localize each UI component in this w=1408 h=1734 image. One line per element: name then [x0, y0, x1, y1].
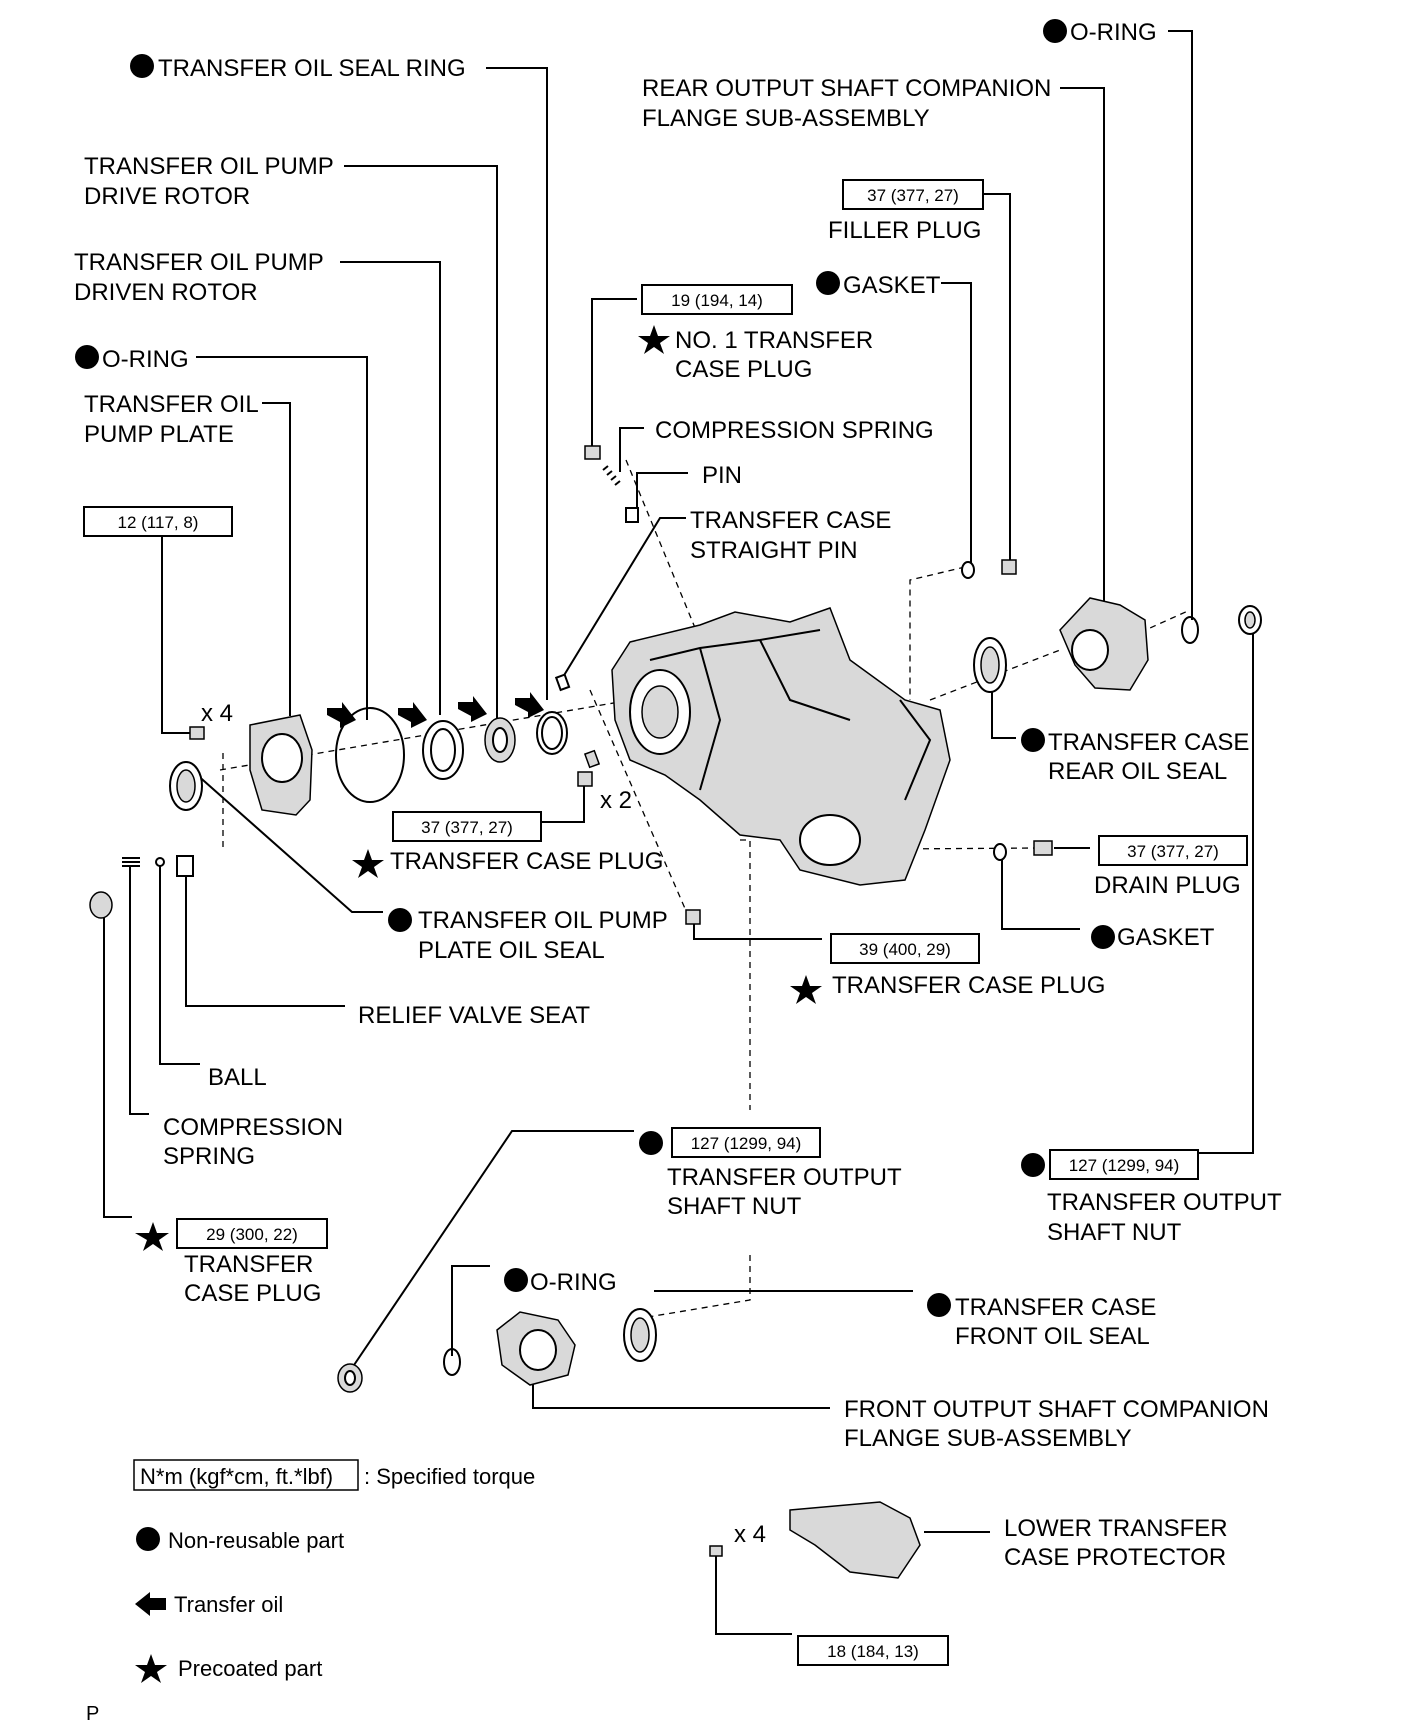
non-reusable-icon	[1043, 19, 1067, 43]
label-drain-plug: DRAIN PLUG	[1094, 872, 1241, 899]
legend-nonreusable: Non-reusable part	[168, 1528, 344, 1553]
legend-precoated: Precoated part	[178, 1656, 322, 1681]
non-reusable-icon	[504, 1268, 528, 1292]
non-reusable-icon	[388, 908, 412, 932]
torque-no1-plug: 19 (194, 14)	[671, 291, 763, 310]
label-case-plug-right: TRANSFER CASE PLUG	[832, 972, 1105, 999]
label-no1-plug-1: NO. 1 TRANSFER	[675, 327, 873, 354]
torque-boxes	[83, 179, 1248, 1666]
non-reusable-icon	[1091, 925, 1115, 949]
label-front-seal-2: FRONT OIL SEAL	[955, 1323, 1150, 1350]
label-nut-right-2: SHAFT NUT	[1047, 1219, 1182, 1246]
label-comp-spring-left-1: COMPRESSION	[163, 1114, 343, 1141]
label-straight-pin-2: STRAIGHT PIN	[690, 537, 858, 564]
label-protector-2: CASE PROTECTOR	[1004, 1544, 1226, 1571]
label-nut-mid-1: TRANSFER OUTPUT	[667, 1164, 902, 1191]
torque-nut-mid: 127 (1299, 94)	[691, 1134, 802, 1153]
transfer-case-body	[611, 607, 951, 886]
label-pump-plate-2: PUMP PLATE	[84, 421, 234, 448]
label-x4-bottom: x 4	[734, 1521, 766, 1548]
star-icon	[790, 975, 822, 1004]
star-icon	[638, 325, 670, 354]
non-reusable-icon	[1021, 1153, 1045, 1177]
label-filler-plug: FILLER PLUG	[828, 217, 981, 244]
torque-nut-right: 127 (1299, 94)	[1069, 1156, 1180, 1175]
label-nut-right-1: TRANSFER OUTPUT	[1047, 1189, 1282, 1216]
lower-protector	[789, 1501, 921, 1579]
label-oring-bottom: O-RING	[530, 1269, 617, 1296]
label-case-plug-left-1: TRANSFER	[184, 1251, 313, 1278]
label-x2: x 2	[600, 787, 632, 814]
page-mark: P	[86, 1703, 99, 1725]
non-reusable-icon	[1021, 728, 1045, 752]
label-no1-plug-2: CASE PLUG	[675, 356, 812, 383]
non-reusable-icon	[927, 1293, 951, 1317]
non-reusable-icon	[816, 271, 840, 295]
non-reusable-icon	[639, 1131, 663, 1155]
label-case-plug-mid: TRANSFER CASE PLUG	[390, 848, 663, 875]
non-reusable-icon	[130, 54, 154, 78]
label-case-plug-left-2: CASE PLUG	[184, 1280, 321, 1307]
label-nut-mid-2: SHAFT NUT	[667, 1193, 802, 1220]
torque-case-plug-right: 39 (400, 29)	[859, 940, 951, 959]
torque-pump-plate: 12 (117, 8)	[118, 513, 199, 532]
label-pin: PIN	[702, 462, 742, 489]
star-icon	[352, 849, 384, 878]
star-icon	[135, 1222, 169, 1251]
label-pump-plate-seal-1: TRANSFER OIL PUMP	[418, 907, 668, 934]
label-rear-flange-2: FLANGE SUB-ASSEMBLY	[642, 105, 930, 132]
label-pump-plate-1: TRANSFER OIL	[84, 391, 259, 418]
legend-torque-box: N*m (kgf*cm, ft.*lbf)	[140, 1464, 333, 1489]
label-straight-pin-1: TRANSFER CASE	[690, 507, 891, 534]
label-oring-top-right: O-RING	[1070, 19, 1157, 46]
parts	[89, 445, 1262, 1579]
non-reusable-markers	[75, 19, 1115, 1317]
legend-oil-arrow-icon	[135, 1592, 166, 1616]
legend-star-icon	[135, 1654, 167, 1683]
label-oil-seal-ring: TRANSFER OIL SEAL RING	[158, 55, 466, 82]
legend-non-reusable-icon	[136, 1527, 160, 1551]
label-drive-rotor-2: DRIVE ROTOR	[84, 183, 250, 210]
label-comp-spring-left-2: SPRING	[163, 1143, 255, 1170]
label-comp-spring-top: COMPRESSION SPRING	[655, 417, 934, 444]
pump-o-ring	[335, 707, 405, 803]
torque-protector: 18 (184, 13)	[827, 1642, 919, 1661]
label-gasket-top: GASKET	[843, 272, 941, 299]
legend-torque-text: : Specified torque	[364, 1464, 535, 1489]
torque-case-plug-mid: 37 (377, 27)	[421, 818, 513, 837]
label-protector-1: LOWER TRANSFER	[1004, 1515, 1228, 1542]
label-ball: BALL	[208, 1064, 267, 1091]
label-relief-valve: RELIEF VALVE SEAT	[358, 1002, 590, 1029]
torque-drain: 37 (377, 27)	[1127, 842, 1219, 861]
label-front-flange-2: FLANGE SUB-ASSEMBLY	[844, 1425, 1132, 1452]
label-oring-left: O-RING	[102, 346, 189, 373]
torque-filler: 37 (377, 27)	[867, 186, 959, 205]
transfer-oil-arrows	[327, 692, 544, 728]
label-driven-rotor-2: DRIVEN ROTOR	[74, 279, 258, 306]
label-drive-rotor-1: TRANSFER OIL PUMP	[84, 153, 334, 180]
assembly-dashed-lines	[219, 459, 1191, 1321]
label-gasket-right: GASKET	[1117, 924, 1215, 951]
precoated-markers	[135, 325, 822, 1251]
label-pump-plate-seal-2: PLATE OIL SEAL	[418, 937, 605, 964]
label-front-flange-1: FRONT OUTPUT SHAFT COMPANION	[844, 1396, 1269, 1423]
label-rear-seal-2: REAR OIL SEAL	[1048, 758, 1227, 785]
torque-case-plug-left: 29 (300, 22)	[206, 1225, 298, 1244]
non-reusable-icon	[75, 345, 99, 369]
legend: N*m (kgf*cm, ft.*lbf) : Specified torque…	[133, 1459, 535, 1683]
label-x4-left: x 4	[201, 700, 233, 727]
label-rear-seal-1: TRANSFER CASE	[1048, 729, 1249, 756]
label-front-seal-1: TRANSFER CASE	[955, 1294, 1156, 1321]
label-driven-rotor-1: TRANSFER OIL PUMP	[74, 249, 324, 276]
legend-oil: Transfer oil	[174, 1592, 283, 1617]
label-rear-flange-1: REAR OUTPUT SHAFT COMPANION	[642, 75, 1051, 102]
